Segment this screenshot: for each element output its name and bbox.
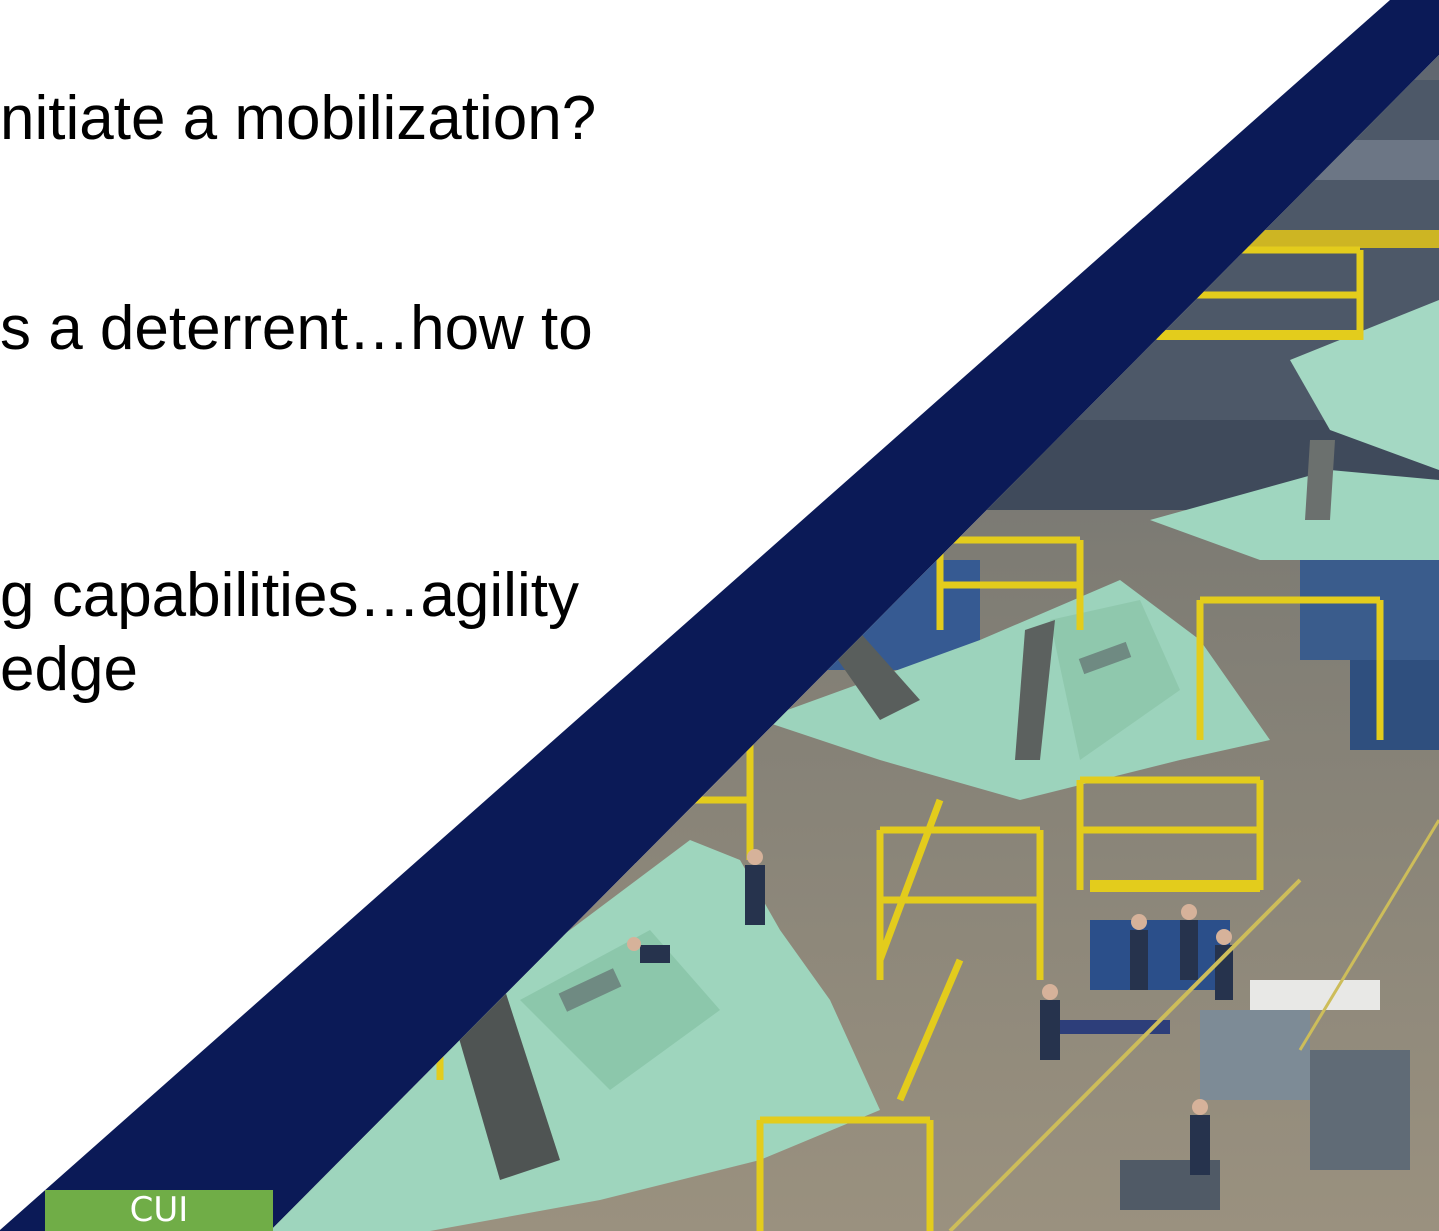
cui-marking-label: CUI (45, 1190, 273, 1231)
bullet-text-2: s a deterrent…how to (0, 294, 593, 363)
bullet-text-3: g capabilities…agility (0, 561, 579, 630)
bullet-text-4: edge (0, 635, 138, 704)
bullet-text-1: nitiate a mobilization? (0, 84, 597, 153)
